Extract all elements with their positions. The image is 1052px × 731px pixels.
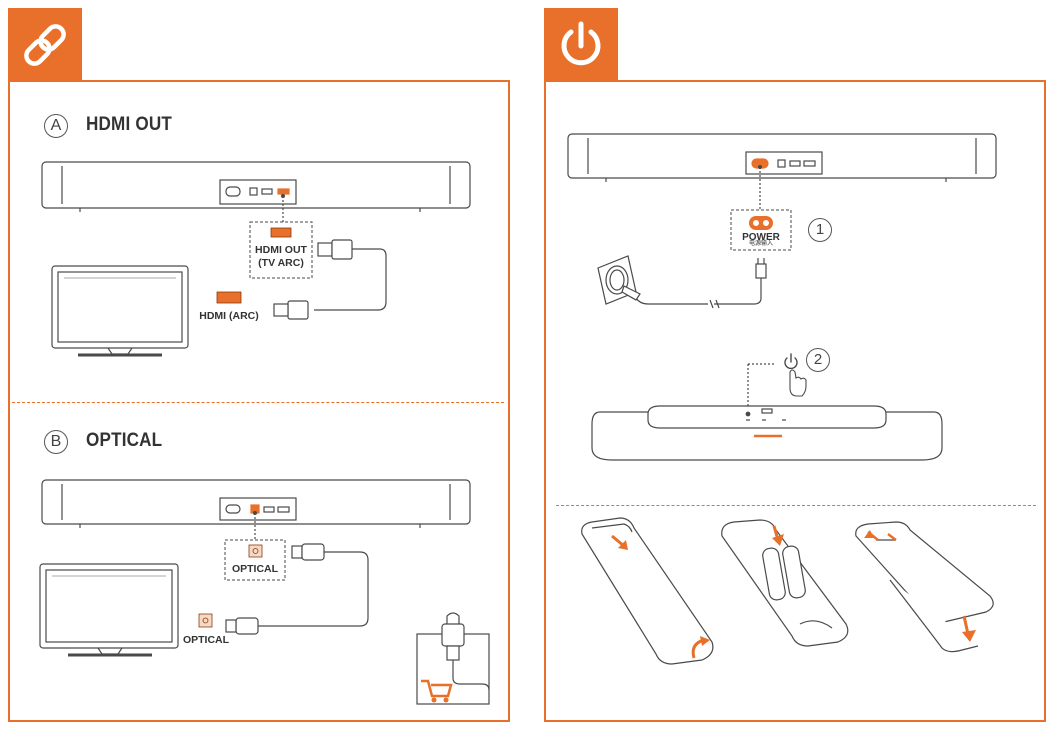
power-tab xyxy=(544,8,618,82)
tv-hdmi-arc-label: HDMI (ARC) xyxy=(199,310,259,322)
tv-b xyxy=(39,563,179,657)
power-icon xyxy=(561,21,601,66)
soundbar-rear-power xyxy=(567,133,997,182)
right-section-divider xyxy=(556,505,1036,506)
link-icon xyxy=(24,24,66,66)
remote-battery-slot xyxy=(721,519,849,647)
section-b-title: OPTICAL xyxy=(86,430,163,451)
tv-optical-label: OPTICAL xyxy=(182,634,230,646)
remote-close-cover xyxy=(855,521,994,653)
section-a-marker: A xyxy=(44,114,68,138)
section-a-title: HDMI OUT xyxy=(86,114,172,135)
soundbar-optical-label: OPTICAL xyxy=(231,563,279,575)
power-port-sublabel: 电源输入 xyxy=(748,241,773,247)
wall-socket xyxy=(597,255,641,305)
soundbar-rear-b xyxy=(41,479,471,528)
connection-panel xyxy=(8,80,510,722)
finger-press-icon xyxy=(789,369,807,397)
power-panel xyxy=(544,80,1046,722)
power-button-icon xyxy=(784,353,798,370)
power-port-icon xyxy=(749,216,773,230)
tv-a xyxy=(51,265,189,357)
hdmi-out-label-line2: (TV ARC) xyxy=(258,257,304,269)
left-section-divider xyxy=(12,402,504,403)
hdmi-out-label-line1: HDMI OUT xyxy=(255,244,307,256)
soundbar-hdmi-out-label: HDMI OUT (TV ARC) xyxy=(252,244,310,270)
section-b-marker: B xyxy=(44,430,68,454)
step-2-marker: 2 xyxy=(806,348,830,372)
step-1-marker: 1 xyxy=(808,218,832,242)
remote-open-cover xyxy=(581,517,714,665)
purchase-cable-inset xyxy=(416,612,490,705)
power-port-label: POWER xyxy=(742,232,780,243)
connection-tab xyxy=(8,8,82,82)
soundbar-top xyxy=(591,405,943,461)
shopping-cart-icon xyxy=(421,679,453,703)
